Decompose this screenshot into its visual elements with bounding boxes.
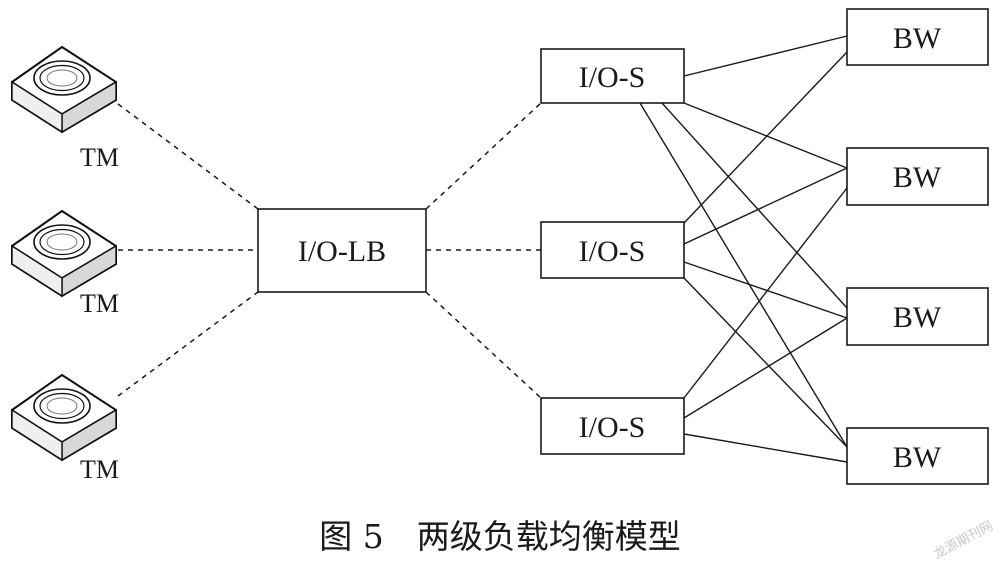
backend-worker-label: BW [893,301,942,334]
io-server-box [540,48,685,104]
io-server-node: I/O-S [540,48,685,104]
load-balancer-node: I/O-LB [257,208,427,293]
io-server-box [540,397,685,455]
figure-caption: 图 5 两级负载均衡模型 [319,517,681,556]
io-server-node: I/O-S [540,221,685,279]
io-server-box [540,221,685,279]
terminal-node: TM [11,45,119,172]
io-server-node: I/O-S [540,397,685,455]
ios1-bw1-link [683,35,848,77]
terminal-icon [11,45,117,134]
terminal-label: TM [80,143,119,172]
terminal-icon [11,209,117,298]
lb-ios3-connector [425,291,542,399]
backend-worker-box [846,147,989,206]
backend-workers: BW BW BW BW [846,8,989,485]
tm1-lb-connector [117,103,259,210]
backend-worker-label: BW [893,22,942,55]
io-server-label: I/O-S [579,235,646,268]
backend-worker-box [846,8,989,66]
io-server-label: I/O-S [579,411,646,444]
ios-to-bw-connectors [639,35,848,463]
ios3-bw4-link [683,433,848,463]
load-balancer-box [257,208,427,293]
ios1-bw2-link [683,102,848,169]
ios2-bw2-link [683,167,848,245]
lb-to-ios-connectors [425,102,542,399]
io-server-label: I/O-S [579,61,646,94]
ios2-bw3-link [683,261,848,319]
ios2-bw1-link [683,51,848,224]
tm3-lb-connector [117,291,259,397]
lb-ios1-connector [425,102,542,210]
backend-worker-label: BW [893,441,942,474]
ios1-bw4-link [639,102,848,448]
terminal-node: TM [11,373,119,484]
backend-worker-node: BW [846,287,989,346]
watermark-text: 龙源期刊网 [931,519,995,562]
backend-worker-label: BW [893,161,942,194]
terminals: TM TM TM [11,45,119,484]
backend-worker-node: BW [846,8,989,66]
ios3-bw2-link [683,187,848,399]
backend-worker-box [846,287,989,346]
load-balancer-label: I/O-LB [298,235,386,268]
backend-worker-node: BW [846,147,989,206]
io-servers: I/O-S I/O-S I/O-S [540,48,685,455]
terminal-label: TM [80,455,119,484]
terminal-icon [11,373,117,462]
ios3-bw3-link [683,317,848,419]
ios2-bw4-link [683,277,848,448]
backend-worker-box [846,427,989,485]
ios1-bw3-link [661,102,848,309]
backend-worker-node: BW [846,427,989,485]
terminal-to-lb-connectors [117,103,259,397]
terminal-node: TM [11,209,119,318]
terminal-label: TM [80,289,119,318]
